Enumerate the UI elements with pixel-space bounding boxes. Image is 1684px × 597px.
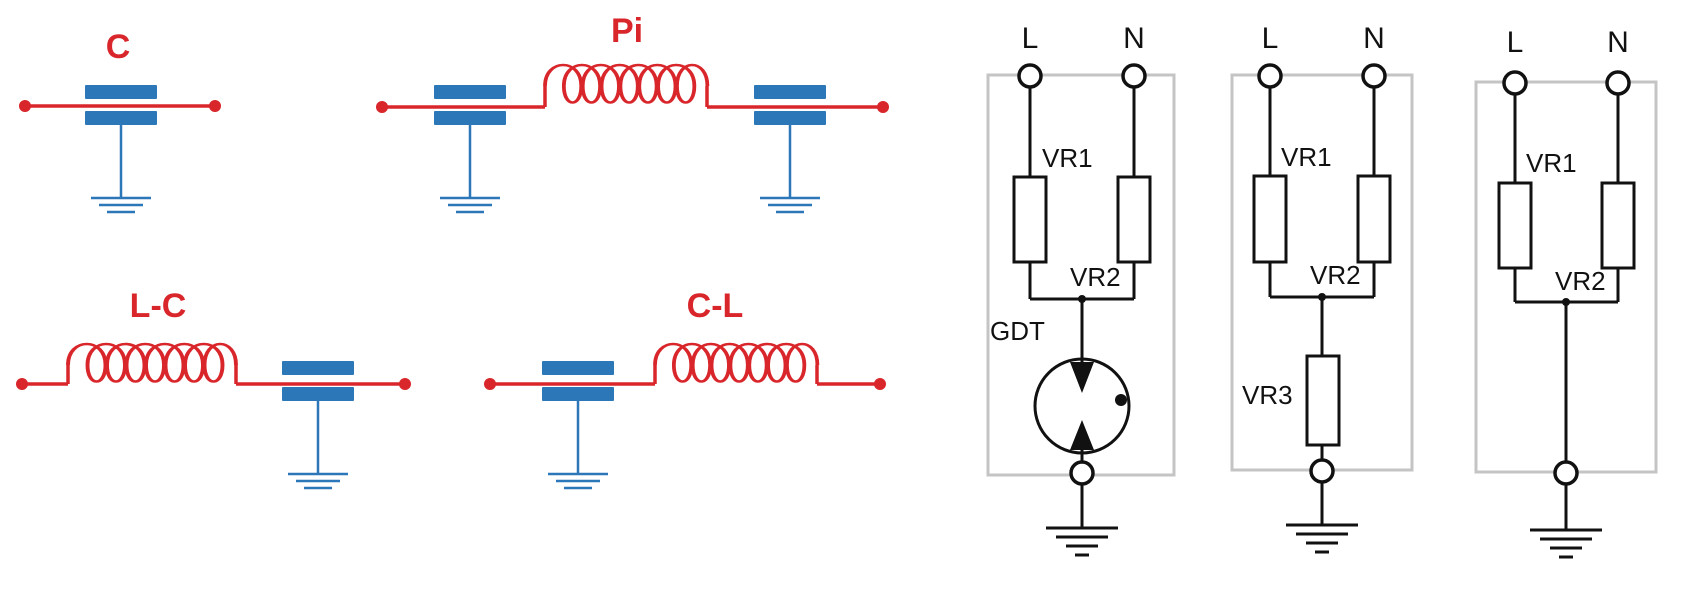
spd3-vr1-label: VR1 xyxy=(1526,148,1577,178)
cl-filter-inductor xyxy=(653,342,820,384)
c-filter-title: C xyxy=(106,28,131,66)
spd2-varistor-vr3 xyxy=(1305,354,1341,447)
spd1-ground-terminal xyxy=(1069,460,1095,486)
pi-filter-input-node xyxy=(376,101,388,113)
cl-filter-title: C-L xyxy=(687,287,744,325)
spd1-neutral-label: N xyxy=(1123,22,1145,55)
spd1-ground-icon xyxy=(1044,526,1120,557)
spd3-line-terminal xyxy=(1502,70,1528,96)
spd2-varistor-vr1 xyxy=(1252,174,1288,264)
cl-filter-output-node xyxy=(874,378,886,390)
pi-filter-inductor xyxy=(543,63,710,105)
spd2-varistor-n xyxy=(1356,174,1392,264)
spd2-ground-icon xyxy=(1284,523,1360,554)
cl-filter: C-L xyxy=(484,287,886,490)
lc-filter-capacitor xyxy=(280,359,356,490)
spd2-neutral-label: N xyxy=(1363,22,1385,55)
spd1-line-label: L xyxy=(1022,22,1039,55)
spd1-line-terminal xyxy=(1017,63,1043,89)
pi-filter-capacitor-out xyxy=(752,83,828,214)
lc-filter-input-node xyxy=(16,378,28,390)
spd1-neutral-terminal xyxy=(1121,63,1147,89)
lc-filter-inductor xyxy=(66,342,238,384)
spd-varistor-three: L N VR1 VR2 VR3 xyxy=(1230,22,1414,554)
pi-filter-output-node xyxy=(877,101,889,113)
spd2-line-terminal xyxy=(1257,63,1283,89)
spd2-line-label: L xyxy=(1262,22,1279,55)
spd2-vr2-label: VR2 xyxy=(1310,260,1361,290)
lc-filter-title: L-C xyxy=(130,287,187,325)
c-filter: C xyxy=(19,28,221,214)
spd1-varistor-n xyxy=(1116,175,1152,264)
spd2-ground-terminal xyxy=(1309,458,1335,484)
spd3-neutral-label: N xyxy=(1607,26,1629,59)
cl-filter-input-node xyxy=(484,378,496,390)
spd3-varistor-n xyxy=(1600,181,1636,270)
spd1-vr2-label: VR2 xyxy=(1070,262,1121,292)
spd1-vr1-label: VR1 xyxy=(1042,143,1093,173)
spd-varistor-two: L N VR1 VR2 xyxy=(1474,26,1658,559)
spd3-line-label: L xyxy=(1507,26,1524,59)
spd2-vr3-label: VR3 xyxy=(1242,380,1293,410)
spd1-junction xyxy=(1078,295,1086,303)
pi-filter-title: Pi xyxy=(611,12,643,50)
spd3-varistor-vr1 xyxy=(1497,181,1533,270)
c-filter-capacitor xyxy=(83,83,159,214)
spd2-junction xyxy=(1318,293,1326,301)
spd3-neutral-terminal xyxy=(1605,70,1631,96)
spd2-vr1-label: VR1 xyxy=(1281,142,1332,172)
pi-filter-capacitor-in xyxy=(432,83,508,214)
spd3-vr2-label: VR2 xyxy=(1555,266,1606,296)
spd2-neutral-terminal xyxy=(1361,63,1387,89)
lc-filter: L-C xyxy=(16,287,411,490)
spd3-junction xyxy=(1562,298,1570,306)
lc-filter-output-node xyxy=(399,378,411,390)
spd1-gdt-label: GDT xyxy=(990,316,1045,346)
cl-filter-capacitor xyxy=(540,359,616,490)
spd1-varistor-vr1 xyxy=(1012,175,1048,264)
spd3-ground-terminal xyxy=(1553,460,1579,486)
spd-varistor-gdt: L N VR1 VR2 GDT xyxy=(986,22,1176,557)
c-filter-input-node xyxy=(19,100,31,112)
pi-filter: Pi xyxy=(376,12,889,214)
c-filter-output-node xyxy=(209,100,221,112)
spd3-ground-icon xyxy=(1528,528,1604,559)
